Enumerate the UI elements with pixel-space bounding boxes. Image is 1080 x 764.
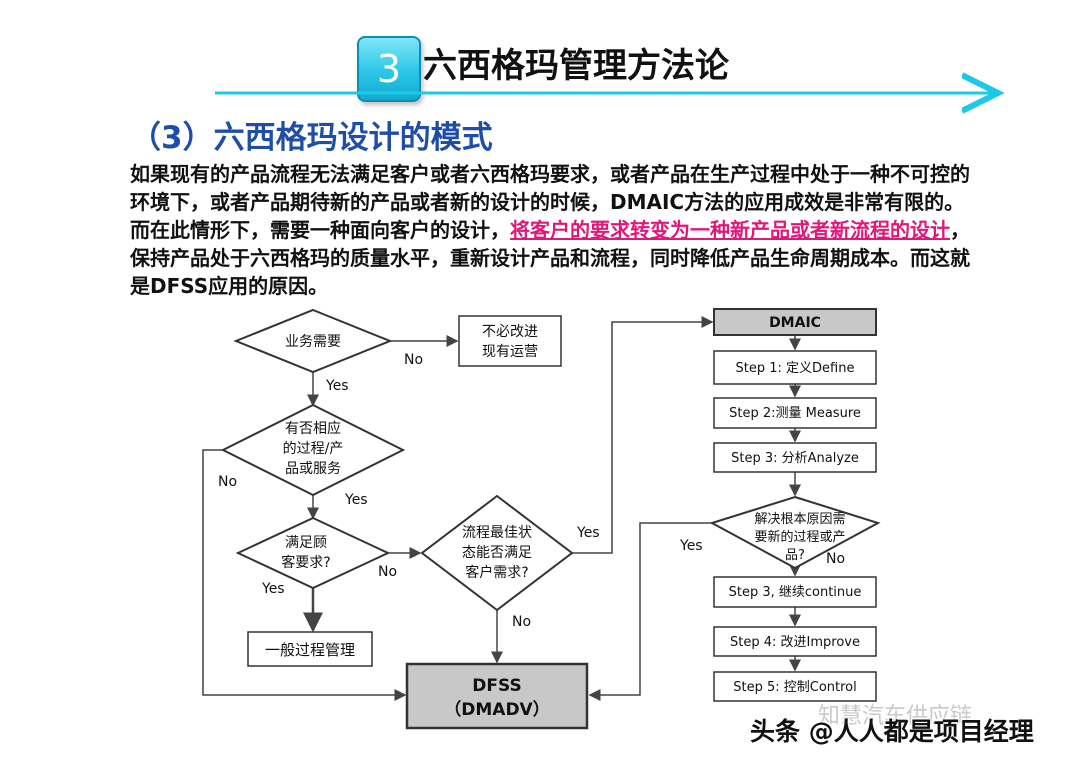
label-yes-2: Yes — [344, 492, 368, 508]
edge-labels: No Yes No Yes Yes No No Yes Yes No — [218, 352, 845, 630]
step5-label: Step 5: 控制Control — [733, 680, 857, 695]
label-yes-3: Yes — [261, 581, 285, 597]
label-no-4: No — [512, 614, 531, 630]
step1-box: Step 1: 定义Define — [713, 350, 877, 385]
has-process-line-2: 的过程/产 — [283, 441, 344, 457]
dfss-subtitle: （DMADV） — [444, 699, 549, 720]
root-cause-line-1: 解决根本原因需 — [754, 512, 845, 527]
label-yes-4: Yes — [576, 525, 600, 541]
best-process-line-3: 客户需求? — [465, 564, 528, 581]
root-cause-diamond: 解决根本原因需 要新的过程或产 品? — [709, 495, 881, 570]
step3-box: Step 3: 分析Analyze — [713, 442, 877, 473]
paragraph-highlight: 将客户的要求转变为一种新产品或者新流程的设计 — [510, 218, 950, 242]
dfss-title: DFSS — [472, 676, 521, 696]
no-change-line-1: 不必改进 — [482, 324, 538, 340]
connectors — [202, 316, 801, 701]
meets-customer-line-1: 满足顾 — [285, 535, 327, 551]
meets-customer-diamond: 满足顾 客要求? — [235, 516, 391, 590]
root-cause-line-3: 品? — [785, 548, 805, 563]
watermark-faint: 知慧汽车供应链 — [818, 704, 973, 729]
dfss-box: DFSS （DMADV） — [405, 662, 589, 730]
label-no-1: No — [404, 352, 423, 368]
best-process-line-2: 态能否满足 — [462, 545, 532, 561]
step5-box: Step 5: 控制Control — [713, 671, 877, 702]
section-number-badge: 3 — [357, 36, 421, 102]
subtitle: （3）六西格玛设计的模式 — [130, 120, 493, 156]
label-yes-5: Yes — [679, 538, 703, 554]
step2-label: Step 2:测量 Measure — [729, 406, 861, 421]
step4-label: Step 4: 改进Improve — [730, 635, 860, 650]
root-cause-line-2: 要新的过程或产 — [754, 529, 845, 545]
step3-label: Step 3: 分析Analyze — [731, 451, 859, 466]
dmaic-label: DMAIC — [769, 315, 821, 331]
step4-box: Step 4: 改进Improve — [713, 626, 877, 657]
step3-continue-label: Step 3, 继续continue — [729, 585, 862, 600]
section-title: 六西格玛管理方法论 — [423, 46, 729, 86]
meets-customer-line-2: 客要求? — [281, 554, 330, 571]
business-need-diamond: 业务需要 — [233, 308, 393, 374]
label-no-3: No — [378, 564, 397, 580]
label-no-5: No — [826, 551, 845, 567]
step1-label: Step 1: 定义Define — [736, 361, 855, 376]
intro-paragraph: 如果现有的产品流程无法满足客户或者六西格玛要求，或者产品在生产过程中处于一种不可… — [130, 160, 980, 300]
has-process-diamond: 有否相应 的过程/产 品或服务 — [220, 403, 406, 497]
general-mgmt-label: 一般过程管理 — [265, 641, 355, 659]
label-no-2: No — [218, 474, 237, 490]
dmaic-box: DMAIC — [713, 308, 877, 336]
best-process-diamond: 流程最佳状 态能否满足 客户需求? — [420, 494, 574, 612]
business-need-label: 业务需要 — [285, 334, 341, 350]
paragraph-text-1: 如果现有的产品流程无法满足客户或者六西格玛要求，或者产品在生产过程中处于一种不可… — [130, 162, 970, 242]
step3-continue-box: Step 3, 继续continue — [713, 576, 877, 608]
paragraph-text-2: ，保持产品处于六西格玛的质量水平，重新设计产品和流程，同时降低产品生命周期成本。… — [130, 218, 970, 298]
has-process-line-1: 有否相应 — [285, 420, 341, 437]
watermark-main: 头条 @人人都是项目经理 — [750, 717, 1034, 746]
general-mgmt-box: 一般过程管理 — [247, 631, 373, 667]
no-change-box: 不必改进 现有运营 — [458, 315, 562, 367]
best-process-line-1: 流程最佳状 — [462, 525, 532, 541]
label-yes-1: Yes — [325, 378, 349, 394]
has-process-line-3: 品或服务 — [285, 461, 341, 477]
step2-box: Step 2:测量 Measure — [713, 397, 877, 429]
no-change-line-2: 现有运营 — [482, 344, 538, 360]
